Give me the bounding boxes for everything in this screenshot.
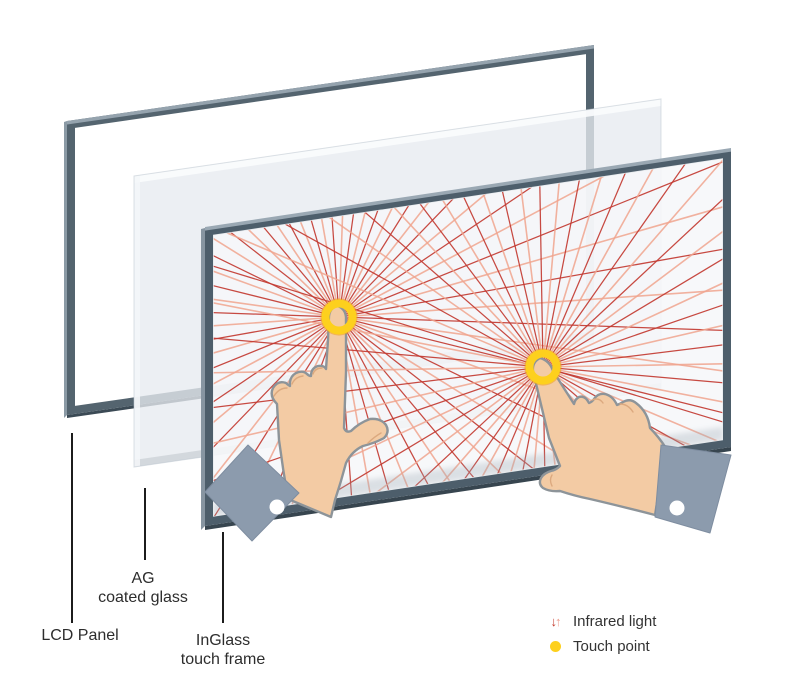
cuff-button [269, 499, 285, 515]
label-inglass-line2: touch frame [180, 651, 266, 668]
legend-label: Infrared light [573, 613, 657, 630]
touch-points [320, 298, 562, 386]
label-inglass-line1: InGlass [195, 632, 251, 649]
right-cuff [654, 444, 732, 534]
leader-line-lcd [71, 433, 73, 623]
right-hand-creases [549, 398, 634, 487]
right-hand [531, 356, 668, 517]
hands [204, 304, 732, 542]
leader-line-inglass [222, 532, 224, 623]
legend-item-touch-point: Touch point [546, 636, 656, 657]
label-ag-line2: coated glass [98, 589, 188, 606]
touch-point-icon [546, 641, 564, 652]
label-ag-coated-glass: AG coated glass [83, 569, 203, 607]
left-hand-creases [273, 367, 382, 444]
legend-label: Touch point [573, 638, 650, 655]
left-hand [270, 304, 389, 519]
left-cuff [204, 444, 300, 542]
leader-line-ag [144, 488, 146, 560]
label-lcd-panel: LCD Panel [41, 627, 119, 644]
touch-point-ring [321, 299, 357, 335]
cuff-button [669, 500, 685, 516]
touch-point-ring [525, 349, 561, 385]
legend-item-infrared: ↓↑ Infrared light [546, 611, 657, 632]
infrared-light-icon: ↓↑ [550, 614, 562, 629]
label-ag-line1: AG [131, 570, 155, 587]
label-inglass-touch-frame: InGlass touch frame [163, 631, 283, 669]
legend: ↓↑ Infrared light Touch point [546, 611, 656, 661]
